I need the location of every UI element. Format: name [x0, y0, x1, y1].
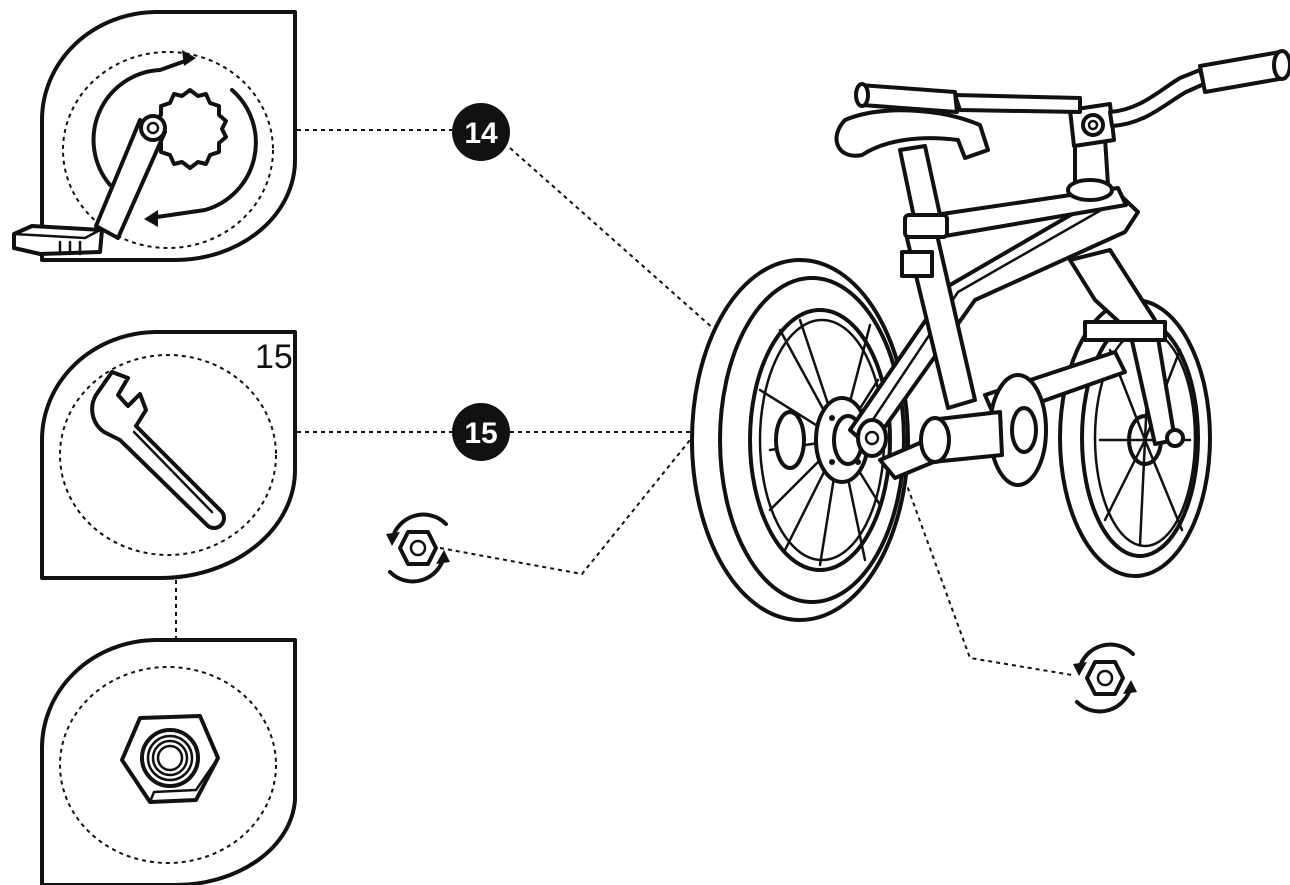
- step-15-badge: 15: [452, 403, 510, 461]
- bike-handlebar: [854, 49, 1290, 202]
- balance-bike-illustration: [690, 49, 1290, 622]
- panel-quantity: 15: [255, 338, 293, 376]
- leader-lines: [297, 129, 1073, 676]
- svg-text:14: 14: [464, 117, 498, 150]
- wrench-icon: [90, 370, 226, 530]
- pedal-crank-icon: [12, 50, 258, 256]
- bike-seat: [834, 108, 990, 278]
- tighten-nut-icon: [386, 512, 450, 584]
- pedal-crank-panel: [12, 10, 297, 262]
- wrench-panel: 15: [40, 330, 297, 580]
- hex-nut-icon: [120, 714, 220, 804]
- step-14-badge: 14: [452, 103, 510, 161]
- tighten-nut-icon: [1073, 642, 1137, 714]
- front-wheel: [690, 258, 910, 622]
- hex-nut-panel: [39, 638, 297, 885]
- svg-text:15: 15: [464, 417, 497, 450]
